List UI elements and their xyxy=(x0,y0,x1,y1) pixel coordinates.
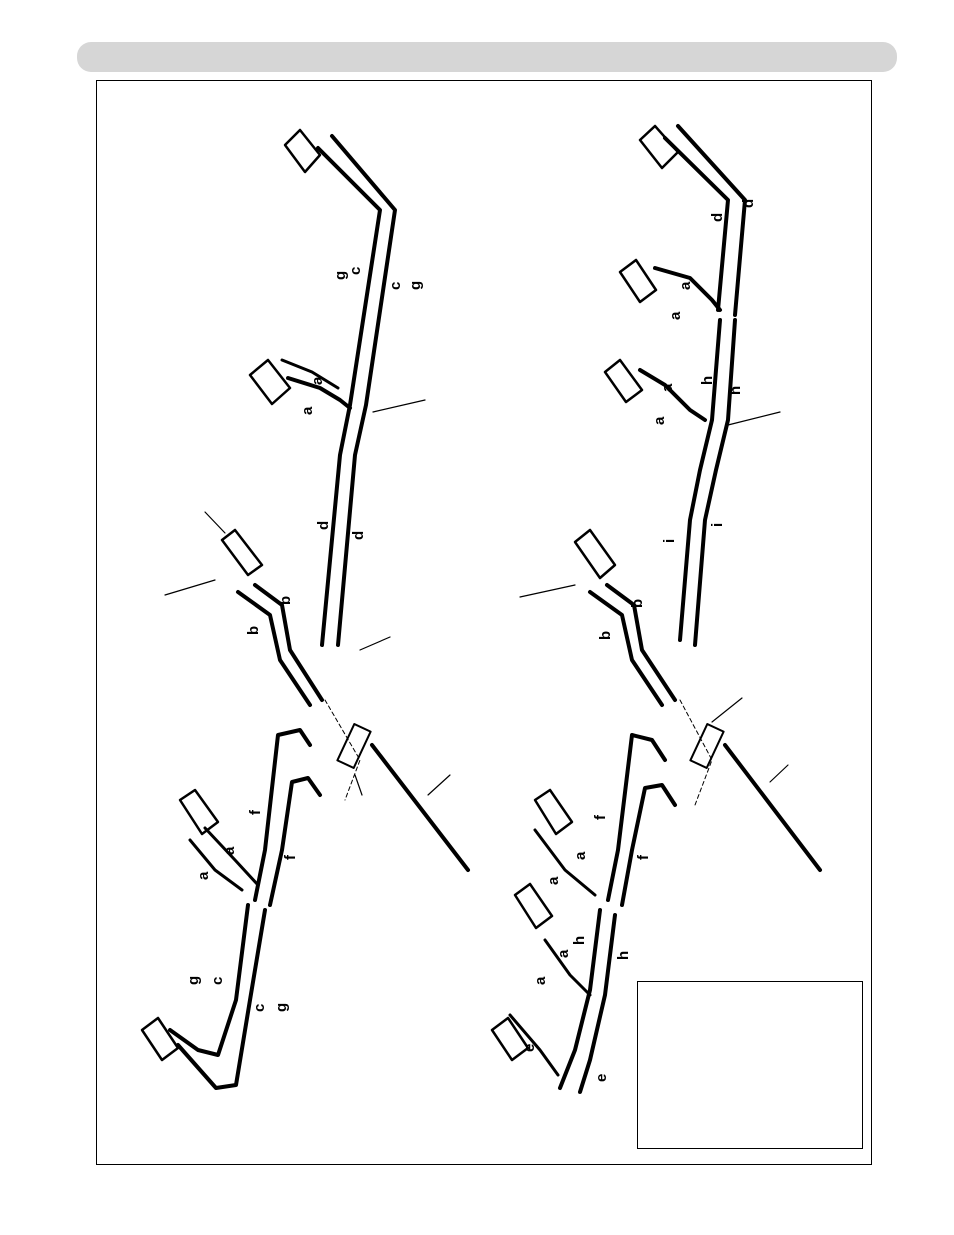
cylinder-icon xyxy=(285,130,320,172)
label-a: a xyxy=(545,876,562,885)
hose-diagonal-right xyxy=(725,745,820,870)
label-i: i xyxy=(661,539,678,543)
label-c: c xyxy=(251,1004,268,1012)
hose-f-left-2 xyxy=(270,778,320,905)
manifold-right xyxy=(690,724,723,768)
label-a: a xyxy=(309,376,326,385)
label-g: g xyxy=(407,281,424,290)
cylinder-icon xyxy=(620,260,656,302)
cylinder-icon xyxy=(640,126,678,168)
cylinders-left xyxy=(142,130,320,1060)
cylinder-icon xyxy=(535,790,572,834)
legend-box xyxy=(637,981,863,1149)
hose-diagonal-left xyxy=(372,745,468,870)
label-e: e xyxy=(521,1044,538,1052)
label-b: b xyxy=(277,596,294,605)
hose-a-lower-2 xyxy=(205,828,258,885)
cylinder-icon xyxy=(515,884,552,928)
hose-a-right-low-2 xyxy=(545,940,590,995)
label-g: g xyxy=(185,976,202,985)
label-h: h xyxy=(727,386,744,395)
label-a: a xyxy=(659,383,676,392)
hose-a-right-low xyxy=(535,830,595,895)
label-a: a xyxy=(555,949,572,958)
label-d: d xyxy=(709,213,726,222)
label-a: a xyxy=(572,851,589,860)
hose-f-right-1 xyxy=(608,735,665,900)
hose-a-right-mid xyxy=(640,370,705,420)
fitting-dash-right xyxy=(680,700,712,805)
label-f: f xyxy=(247,809,264,815)
label-b: b xyxy=(629,599,646,608)
label-i: i xyxy=(709,523,726,527)
hose-g-c-left-outer xyxy=(332,136,395,645)
cylinder-icon xyxy=(492,1018,528,1060)
label-b: b xyxy=(245,626,262,635)
label-e: e xyxy=(593,1074,610,1082)
label-d: d xyxy=(350,531,367,540)
label-a: a xyxy=(667,311,684,320)
label-b: b xyxy=(597,631,614,640)
hose-b-right-1 xyxy=(590,592,662,705)
cylinder-icon xyxy=(250,360,290,404)
hose-f-right-2 xyxy=(622,785,675,905)
cylinder-icon xyxy=(605,360,642,402)
label-a: a xyxy=(195,871,212,880)
cylinder-icon xyxy=(575,530,615,578)
left-hose-routing xyxy=(170,136,468,1088)
label-a: a xyxy=(677,281,694,290)
label-f: f xyxy=(282,854,299,860)
label-h: h xyxy=(699,376,716,385)
hose-g-c-lower-2 xyxy=(178,910,265,1088)
label-f: f xyxy=(592,814,609,820)
label-f: f xyxy=(635,854,652,860)
label-c: c xyxy=(209,977,226,985)
labels-left: g c c g a a d d b b f f a a g c c g xyxy=(185,267,424,1012)
label-c: c xyxy=(347,267,364,275)
hose-b-left-1 xyxy=(238,592,310,705)
label-a: a xyxy=(532,976,549,985)
label-c: c xyxy=(387,282,404,290)
cylinders-right xyxy=(492,126,678,1060)
callout-leaders-right xyxy=(520,412,788,782)
label-a: a xyxy=(651,416,668,425)
right-hose-routing xyxy=(510,126,820,1092)
label-g: g xyxy=(273,1003,290,1012)
hose-g-c-left-inner xyxy=(318,148,380,645)
cylinder-icon xyxy=(180,790,218,834)
cylinder-icon xyxy=(142,1018,178,1060)
callout-leaders-left xyxy=(165,400,450,795)
label-d: d xyxy=(315,521,332,530)
label-a: a xyxy=(221,846,238,855)
label-a: a xyxy=(299,406,316,415)
label-h: h xyxy=(615,951,632,960)
cylinder-icon xyxy=(222,530,262,575)
label-h: h xyxy=(571,936,588,945)
label-d: d xyxy=(740,199,757,208)
